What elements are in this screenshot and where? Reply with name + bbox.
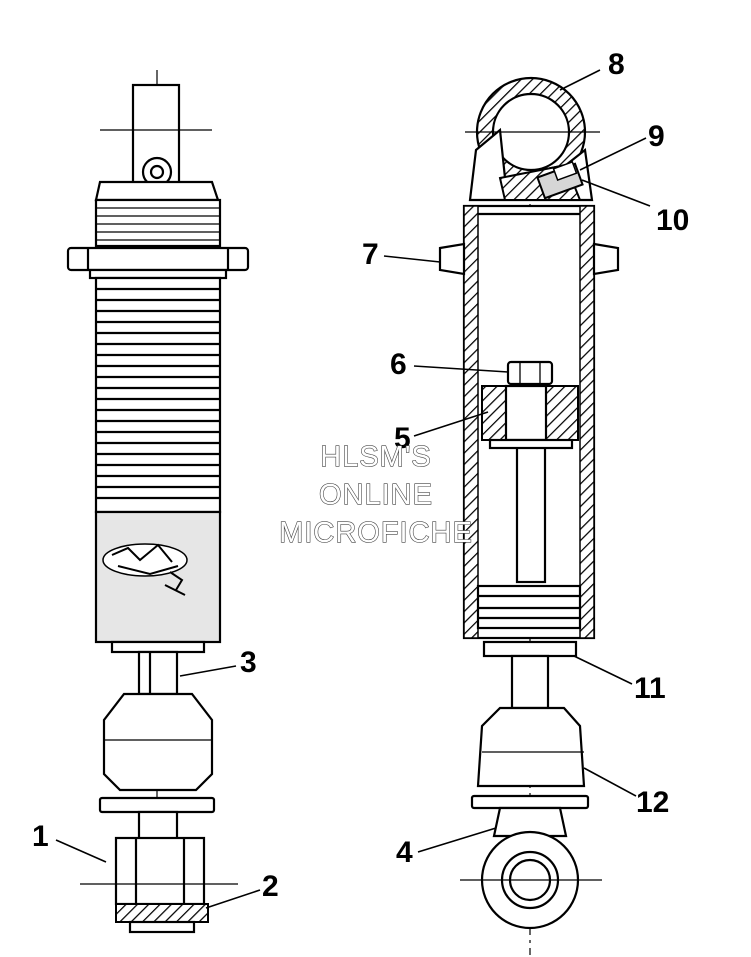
logo-decal-icon [102,543,188,596]
piston-nut [506,360,554,386]
watermark-line-3: MICROFICHE [279,517,473,549]
callout-labels: 1 2 3 4 5 6 7 8 9 10 11 12 [32,48,689,903]
callout-12: 12 [636,786,669,819]
piston-rod [137,650,179,696]
left-shock-external-view [66,70,250,935]
callout-8: 8 [608,48,625,81]
threaded-body [94,276,222,514]
callout-5: 5 [394,422,411,455]
callout-10: 10 [656,204,689,237]
callout-9: 9 [648,120,665,153]
callout-7: 7 [362,238,379,271]
mounting-flange [438,242,620,276]
piston [481,384,579,450]
lower-bump-stop [476,706,586,788]
bump-stop [102,692,214,792]
lower-body-with-logo [94,510,222,644]
floating-piston [476,584,582,630]
callout-11: 11 [634,672,666,705]
callout-2: 2 [262,870,279,903]
watermark-line-1: HLSM'S [320,441,431,473]
callout-3: 3 [240,646,257,679]
right-shock-cross-section [438,76,620,955]
lower-eye-mount [460,806,602,930]
bottom-bushing [115,903,209,934]
upper-threads [94,198,222,248]
callout-6: 6 [390,348,407,381]
watermark: HLSM'S ONLINE MICROFICHE [279,440,473,549]
leader-lines [55,69,651,909]
watermark-line-2: ONLINE [319,479,433,511]
callout-4: 4 [396,836,413,869]
callout-1: 1 [32,820,49,853]
valve-icon [536,160,584,200]
spring-adjuster-nut [66,246,250,280]
lower-mount [80,836,238,906]
